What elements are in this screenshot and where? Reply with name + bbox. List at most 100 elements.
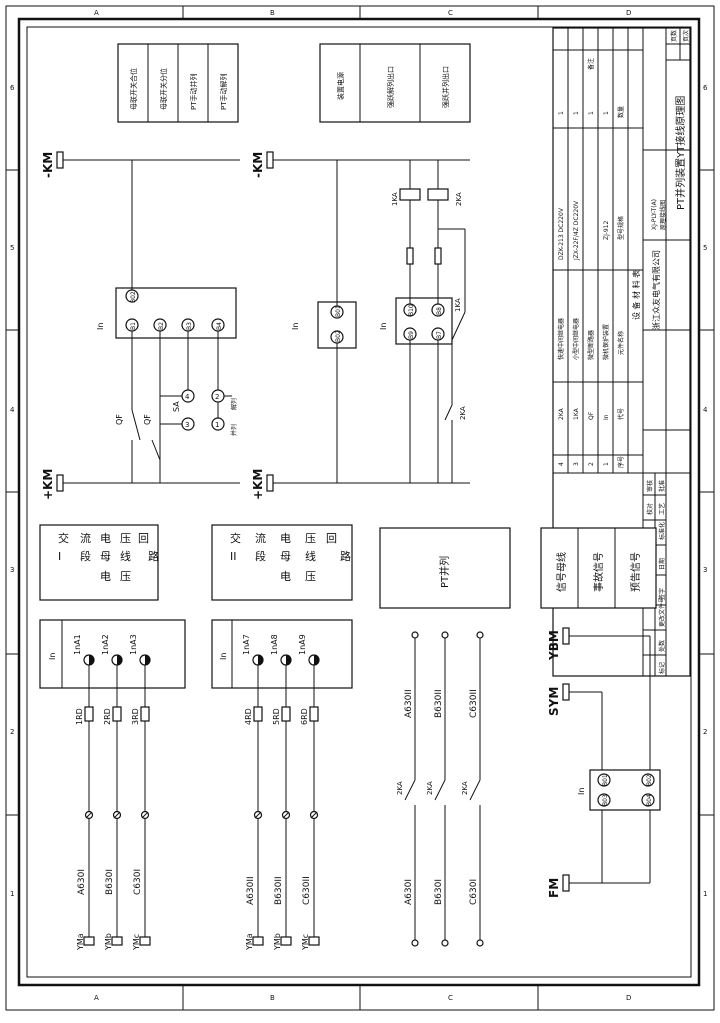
bus2-yma: YMa [245, 933, 254, 951]
bus-sym: SYM [547, 687, 561, 716]
row1-name: 微机保护装置 [602, 324, 610, 360]
signal-accident-label: 事故信号 [592, 552, 605, 592]
plus-km-bus-right: +KM [251, 469, 470, 500]
drawing-number: XJ-PLY-T(A) [651, 199, 658, 230]
company-name: 浙江众友电气有限公司 [651, 250, 661, 330]
plus-km-label-right: +KM [251, 469, 265, 500]
ac1-char-3: 压 [120, 532, 131, 545]
grid-number-4: 4 [703, 406, 708, 414]
status-forced-split-out: 强跃解列出口 [386, 66, 395, 108]
ac1-char-9: 线 [120, 549, 131, 563]
cell-count: 处数 [658, 640, 666, 652]
grid-number-2: 2 [703, 728, 707, 736]
pt-bottom-b630i: B630I [434, 879, 444, 905]
ac2-in-label: In [219, 653, 228, 660]
ka1-label: 1KA [391, 192, 399, 206]
signal-bus-label: 信号母线 [555, 552, 568, 592]
minus-km-bus-right: -KM [251, 151, 470, 178]
pt-top-b630ii: B630II [434, 689, 444, 718]
row1-code: In [603, 414, 610, 420]
sig-pin-b03: B03 [602, 794, 609, 806]
sa-pin-3: 3 [185, 421, 189, 429]
ac1-char-8: 母 [100, 550, 111, 563]
sa-pin-4: 4 [185, 393, 190, 401]
grid-number-2-left: 2 [10, 728, 14, 736]
ac1-char-11: 压 [120, 570, 131, 583]
row4-code: 2KA [558, 407, 565, 420]
pin-b4: B4 [216, 322, 223, 330]
grid-letter-b: B [270, 9, 275, 17]
header-model: 型号规格 [617, 216, 625, 240]
status-pt-manual-split: PT手动解列 [219, 74, 228, 111]
cell-process: 工艺 [658, 503, 666, 515]
grid-number-1-left: 1 [10, 890, 14, 898]
term-1na2: 1nA2 [101, 634, 110, 655]
qf-contact-label: QF [143, 414, 152, 425]
minus-km-label-right: -KM [251, 152, 265, 178]
ka2-label: 2KA [455, 192, 463, 206]
signal-wiring: YBM SYM FM In B01 B02 B03 B04 [547, 627, 661, 898]
sa-label: SA [172, 401, 181, 412]
minus-km-label-left: -KM [41, 152, 55, 178]
cell-mark: 标记 [658, 662, 666, 674]
dc-power-device: In B01 B02 [291, 160, 357, 483]
bus1-ymc: YMc [132, 934, 141, 951]
ac2-char-3: 压 [305, 532, 316, 545]
row1-no: 1 [603, 462, 610, 466]
pin-b02: B02 [335, 330, 342, 342]
drawing-title: PT并列装置YT接线原理图 [674, 96, 687, 210]
ac2-char-9: 线 [305, 549, 316, 563]
grid-letter-b-bottom: B [270, 994, 275, 1002]
pt-bottom-a630i: A630I [404, 879, 414, 905]
grid-letter-c-bottom: C [448, 994, 453, 1002]
plus-km-bus-left: +KM [41, 469, 240, 500]
fuse-3rd: 3RD [131, 708, 140, 725]
inner-frame [17, 17, 701, 987]
signal-legend-box: 信号母线 事故信号 预告信号 [540, 527, 657, 609]
ac1-char-1: 流 [80, 531, 91, 545]
fuse-2rd: 2RD [103, 708, 112, 725]
fuse-5rd: 5RD [272, 708, 281, 725]
ac2-char-0: 交 [230, 531, 241, 545]
ac1-char-5: 路 [148, 550, 159, 563]
cell-change-file: 更改文件号 [658, 597, 666, 627]
row4-no: 4 [558, 462, 565, 466]
ka-side-label: 1KA [454, 298, 462, 312]
top-right-status-box: 装置电源 强跃解列出口 强跃并列出口 [319, 43, 471, 123]
bus-fm: FM [547, 878, 561, 898]
pin-b10: B10 [408, 304, 415, 316]
ac2-char-2: 电 [280, 532, 291, 545]
pin-b3: B3 [186, 322, 193, 330]
row3-name: 小型中间继电器 [572, 318, 580, 360]
term-1na3: 1nA3 [129, 634, 138, 655]
grid-letter-d-bottom: D [626, 994, 631, 1002]
ac2-char-11: 压 [305, 570, 316, 583]
grid-number-3-left: 3 [10, 566, 14, 574]
pt-top-c630ii: C630II [469, 689, 479, 718]
grid-number-3: 3 [703, 566, 707, 574]
dc-in-label-relay: In [379, 323, 388, 330]
dc-in-label-left: In [96, 323, 105, 330]
signal-warning-label: 预告信号 [629, 552, 642, 592]
row4-model: DZK-213 DC220V [558, 207, 565, 260]
header-code: 代号 [617, 408, 625, 420]
ac2-char-10: 电 [280, 570, 291, 583]
ac-header-1: 交 流 电 压 回 路 I 段 母 线 电 压 [39, 524, 159, 601]
bus2-ymc: YMc [301, 934, 310, 951]
qf-label: QF [115, 414, 124, 425]
cell-date: 日期 [658, 558, 666, 570]
cell-check: 校对 [646, 503, 654, 515]
row2-no: 2 [588, 462, 595, 466]
signal-in-label: In [577, 788, 586, 795]
pt-parallel-label: PT并列 [438, 556, 451, 588]
header-no: 序号 [617, 456, 625, 468]
wire-b630ii: B630II [274, 876, 284, 905]
minus-km-bus-left: -KM [41, 151, 240, 178]
ac-terminal-box-2: In 1nA7 1nA8 1nA9 [211, 619, 353, 689]
cell-standard: 标准化 [658, 522, 666, 540]
status-bus-open: 母联开关分位 [159, 68, 168, 110]
pt-ka-c: 2KA [461, 781, 469, 795]
remark-label: 备注 [587, 58, 595, 70]
